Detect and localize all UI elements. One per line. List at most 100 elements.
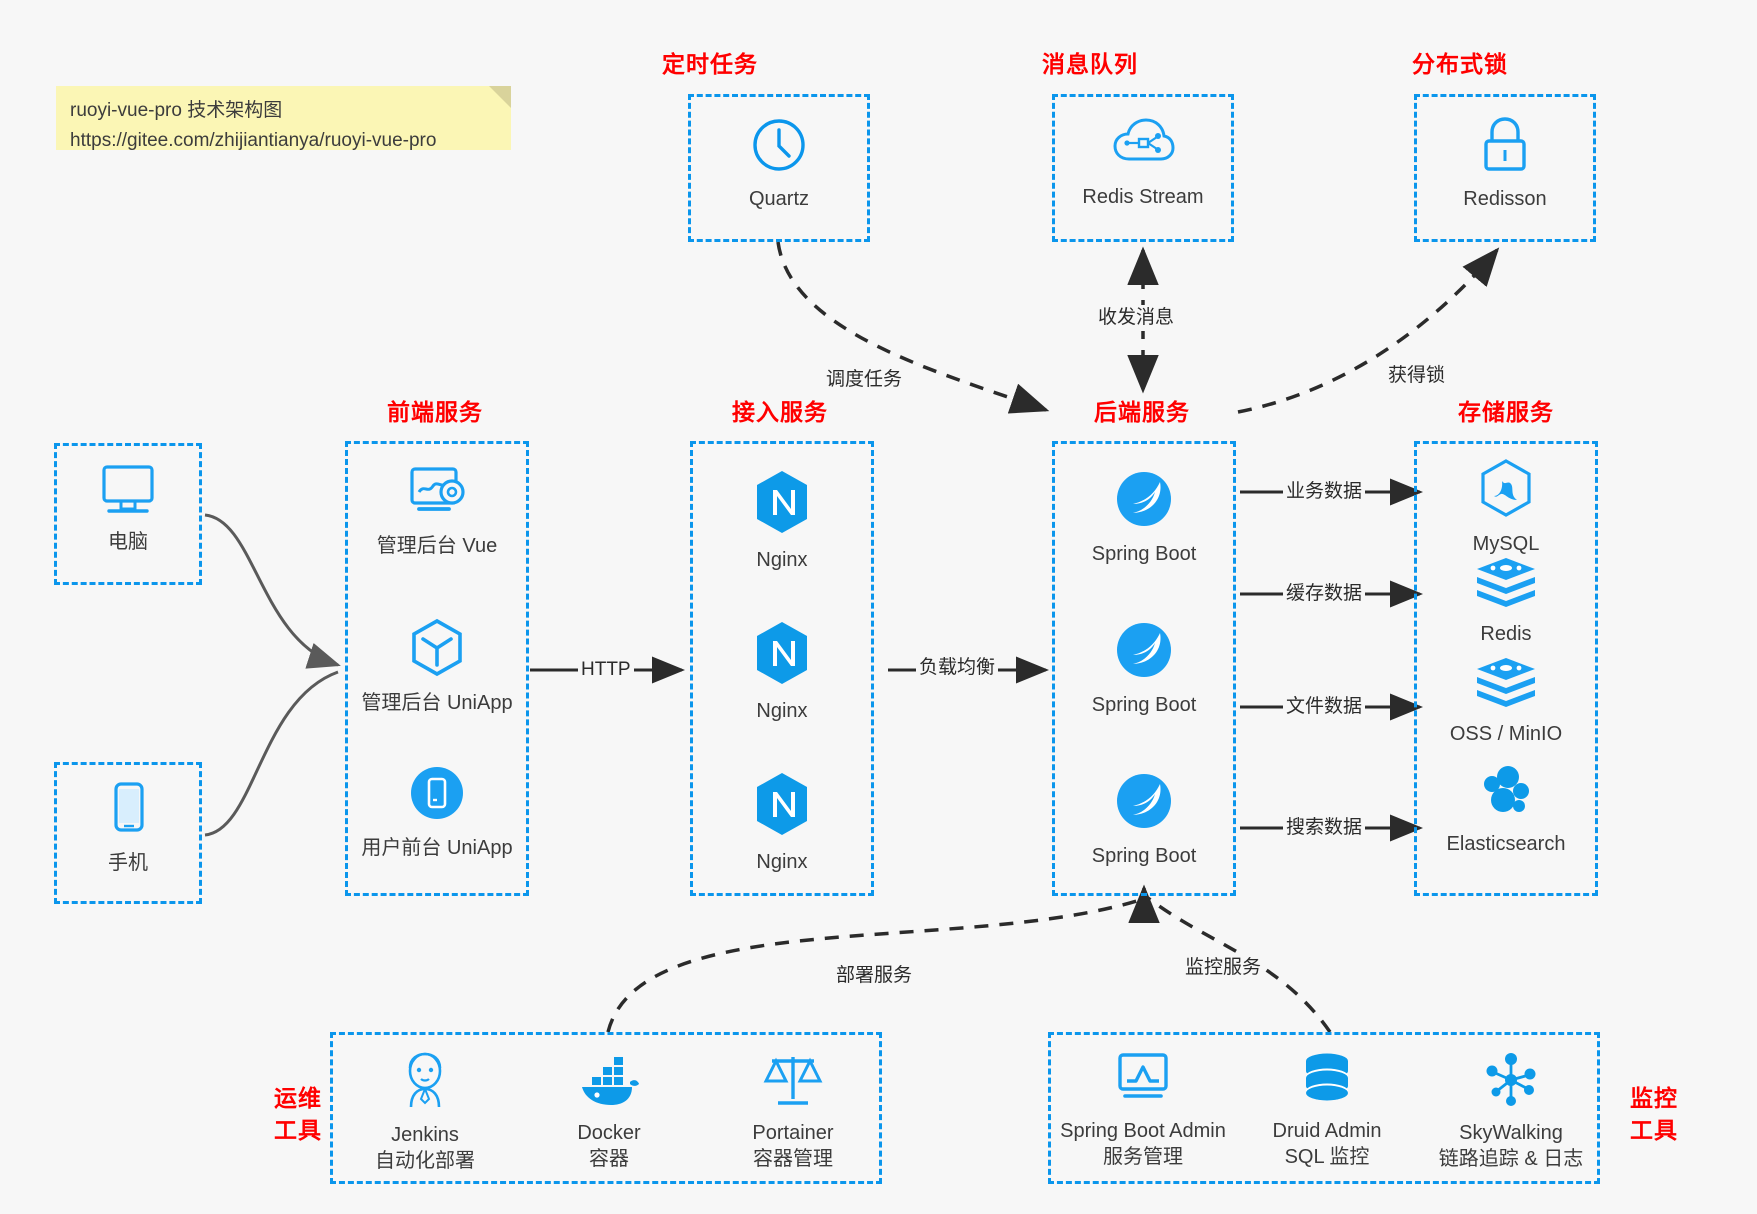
node-redis-stream[interactable]: Redis Stream (1055, 115, 1231, 210)
node-mysql[interactable]: MySQL (1417, 458, 1595, 557)
node-label: Quartz (748, 188, 810, 210)
node-label: 电脑 (108, 531, 148, 553)
node-druid-admin[interactable]: Druid Admin SQL 监控 (1235, 1051, 1419, 1170)
edge-label-cache-data: 缓存数据 (1283, 581, 1366, 607)
node-jenkins[interactable]: Jenkins 自动化部署 (333, 1051, 517, 1174)
group-title-frontend: 前端服务 (387, 399, 483, 425)
edge-label-send-receive-message: 收发消息 (1095, 305, 1178, 331)
node-label: 管理后台 UniApp (361, 692, 513, 714)
node-label: Redis (1480, 623, 1532, 645)
node-label: SkyWalking (1459, 1122, 1563, 1144)
group-box-client-phone: 手机 (54, 762, 202, 904)
node-elasticsearch[interactable]: Elasticsearch (1417, 762, 1595, 857)
group-title-distributed-lock: 分布式锁 (1412, 51, 1508, 77)
spring-boot-icon (1055, 468, 1233, 535)
group-box-message-queue: Redis Stream (1052, 94, 1234, 242)
spring-boot-icon (1055, 770, 1233, 837)
edge-label-file-data: 文件数据 (1283, 694, 1366, 720)
group-box-devops: Jenkins 自动化部署 Docker 容器 (330, 1032, 882, 1184)
node-sublabel: 链路追踪 & 日志 (1438, 1148, 1584, 1170)
node-label: Nginx (756, 700, 808, 722)
portainer-scales-icon (701, 1051, 885, 1114)
node-label: Spring Boot (1091, 845, 1197, 867)
clock-icon (691, 115, 867, 180)
node-docker[interactable]: Docker 容器 (517, 1051, 701, 1172)
node-sublabel: SQL 监控 (1284, 1146, 1370, 1168)
edge-label-load-balance: 负载均衡 (916, 655, 999, 681)
node-label: MySQL (1472, 533, 1540, 555)
note-fold-corner (489, 86, 511, 108)
node-label: Jenkins (391, 1124, 459, 1146)
group-title-monitoring-line1: 监控 (1630, 1085, 1678, 1111)
node-label: Spring Boot Admin (1060, 1120, 1226, 1142)
redis-icon (1417, 556, 1595, 615)
node-sublabel: 自动化部署 (375, 1150, 475, 1172)
node-label: Nginx (756, 549, 808, 571)
node-spring-boot-admin[interactable]: Spring Boot Admin 服务管理 (1051, 1051, 1235, 1170)
node-spring-boot-3[interactable]: Spring Boot (1055, 770, 1233, 869)
node-quartz[interactable]: Quartz (691, 115, 867, 212)
group-box-scheduler: Quartz (688, 94, 870, 242)
note-title: ruoyi-vue-pro 技术架构图 (70, 100, 283, 121)
node-admin-vue[interactable]: 管理后台 Vue (348, 464, 526, 559)
phone-icon (57, 781, 199, 844)
edge-label-search-data: 搜索数据 (1283, 815, 1366, 841)
node-oss-minio[interactable]: OSS / MinIO (1417, 656, 1595, 747)
node-label: Docker (577, 1122, 641, 1144)
cube-icon (348, 617, 526, 684)
node-label: Portainer (752, 1122, 834, 1144)
node-label: Spring Boot (1091, 543, 1197, 565)
docker-icon (517, 1051, 701, 1114)
mobile-app-icon (348, 764, 526, 829)
node-label: Redis Stream (1082, 186, 1204, 208)
node-label: Nginx (756, 851, 808, 873)
node-label: Elasticsearch (1446, 833, 1566, 855)
node-nginx-2[interactable]: Nginx (693, 619, 871, 724)
group-title-backend: 后端服务 (1094, 399, 1190, 425)
node-spring-boot-2[interactable]: Spring Boot (1055, 619, 1233, 718)
mysql-icon (1417, 458, 1595, 525)
node-label: Spring Boot (1091, 694, 1197, 716)
node-label: OSS / MinIO (1449, 723, 1563, 745)
group-title-devops: 运维 工具 (258, 1082, 338, 1146)
group-box-gateway: Nginx Nginx Nginx (690, 441, 874, 896)
database-icon (1235, 1051, 1419, 1112)
group-box-frontend: 管理后台 Vue 管理后台 UniApp 用户前台 UniApp (345, 441, 529, 896)
group-title-message-queue: 消息队列 (1042, 51, 1138, 77)
nginx-icon (693, 770, 871, 843)
node-redisson[interactable]: Redisson (1417, 115, 1593, 212)
edge-label-schedule-task: 调度任务 (823, 367, 906, 393)
minio-icon (1417, 656, 1595, 715)
group-title-scheduler: 定时任务 (662, 51, 758, 77)
node-admin-uniapp[interactable]: 管理后台 UniApp (348, 617, 526, 716)
node-nginx-1[interactable]: Nginx (693, 468, 871, 573)
node-portainer[interactable]: Portainer 容器管理 (701, 1051, 885, 1172)
group-box-monitoring: Spring Boot Admin 服务管理 Druid Admin SQL 监… (1048, 1032, 1600, 1184)
group-title-devops-line1: 运维 (274, 1085, 322, 1111)
node-spring-boot-1[interactable]: Spring Boot (1055, 468, 1233, 567)
group-box-client-pc: 电脑 (54, 443, 202, 585)
node-sublabel: 容器 (589, 1148, 629, 1170)
node-nginx-3[interactable]: Nginx (693, 770, 871, 875)
padlock-icon (1417, 115, 1593, 180)
edge-label-monitor-service: 监控服务 (1182, 955, 1265, 981)
group-title-monitoring: 监控 工具 (1614, 1082, 1694, 1146)
group-box-storage: MySQL Redis (1414, 441, 1598, 896)
jenkins-icon (333, 1051, 517, 1116)
node-user-uniapp[interactable]: 用户前台 UniApp (348, 764, 526, 861)
skywalking-icon (1419, 1051, 1603, 1114)
group-title-storage: 存储服务 (1458, 399, 1554, 425)
note-url: https://gitee.com/zhijiantianya/ruoyi-vu… (70, 130, 437, 151)
node-phone[interactable]: 手机 (57, 781, 199, 876)
edge-label-deploy-service: 部署服务 (833, 963, 916, 989)
node-sublabel: 服务管理 (1103, 1146, 1183, 1168)
cloud-network-icon (1055, 115, 1231, 178)
node-label: Redisson (1463, 188, 1547, 210)
group-box-backend: Spring Boot Spring Boot Spring Boot (1052, 441, 1236, 896)
node-label: 管理后台 Vue (376, 535, 498, 557)
node-redis[interactable]: Redis (1417, 556, 1595, 647)
node-label: 手机 (108, 852, 148, 874)
node-skywalking[interactable]: SkyWalking 链路追踪 & 日志 (1419, 1051, 1603, 1172)
node-pc[interactable]: 电脑 (57, 462, 199, 555)
architecture-note: ruoyi-vue-pro 技术架构图 https://gitee.com/zh… (56, 86, 511, 151)
